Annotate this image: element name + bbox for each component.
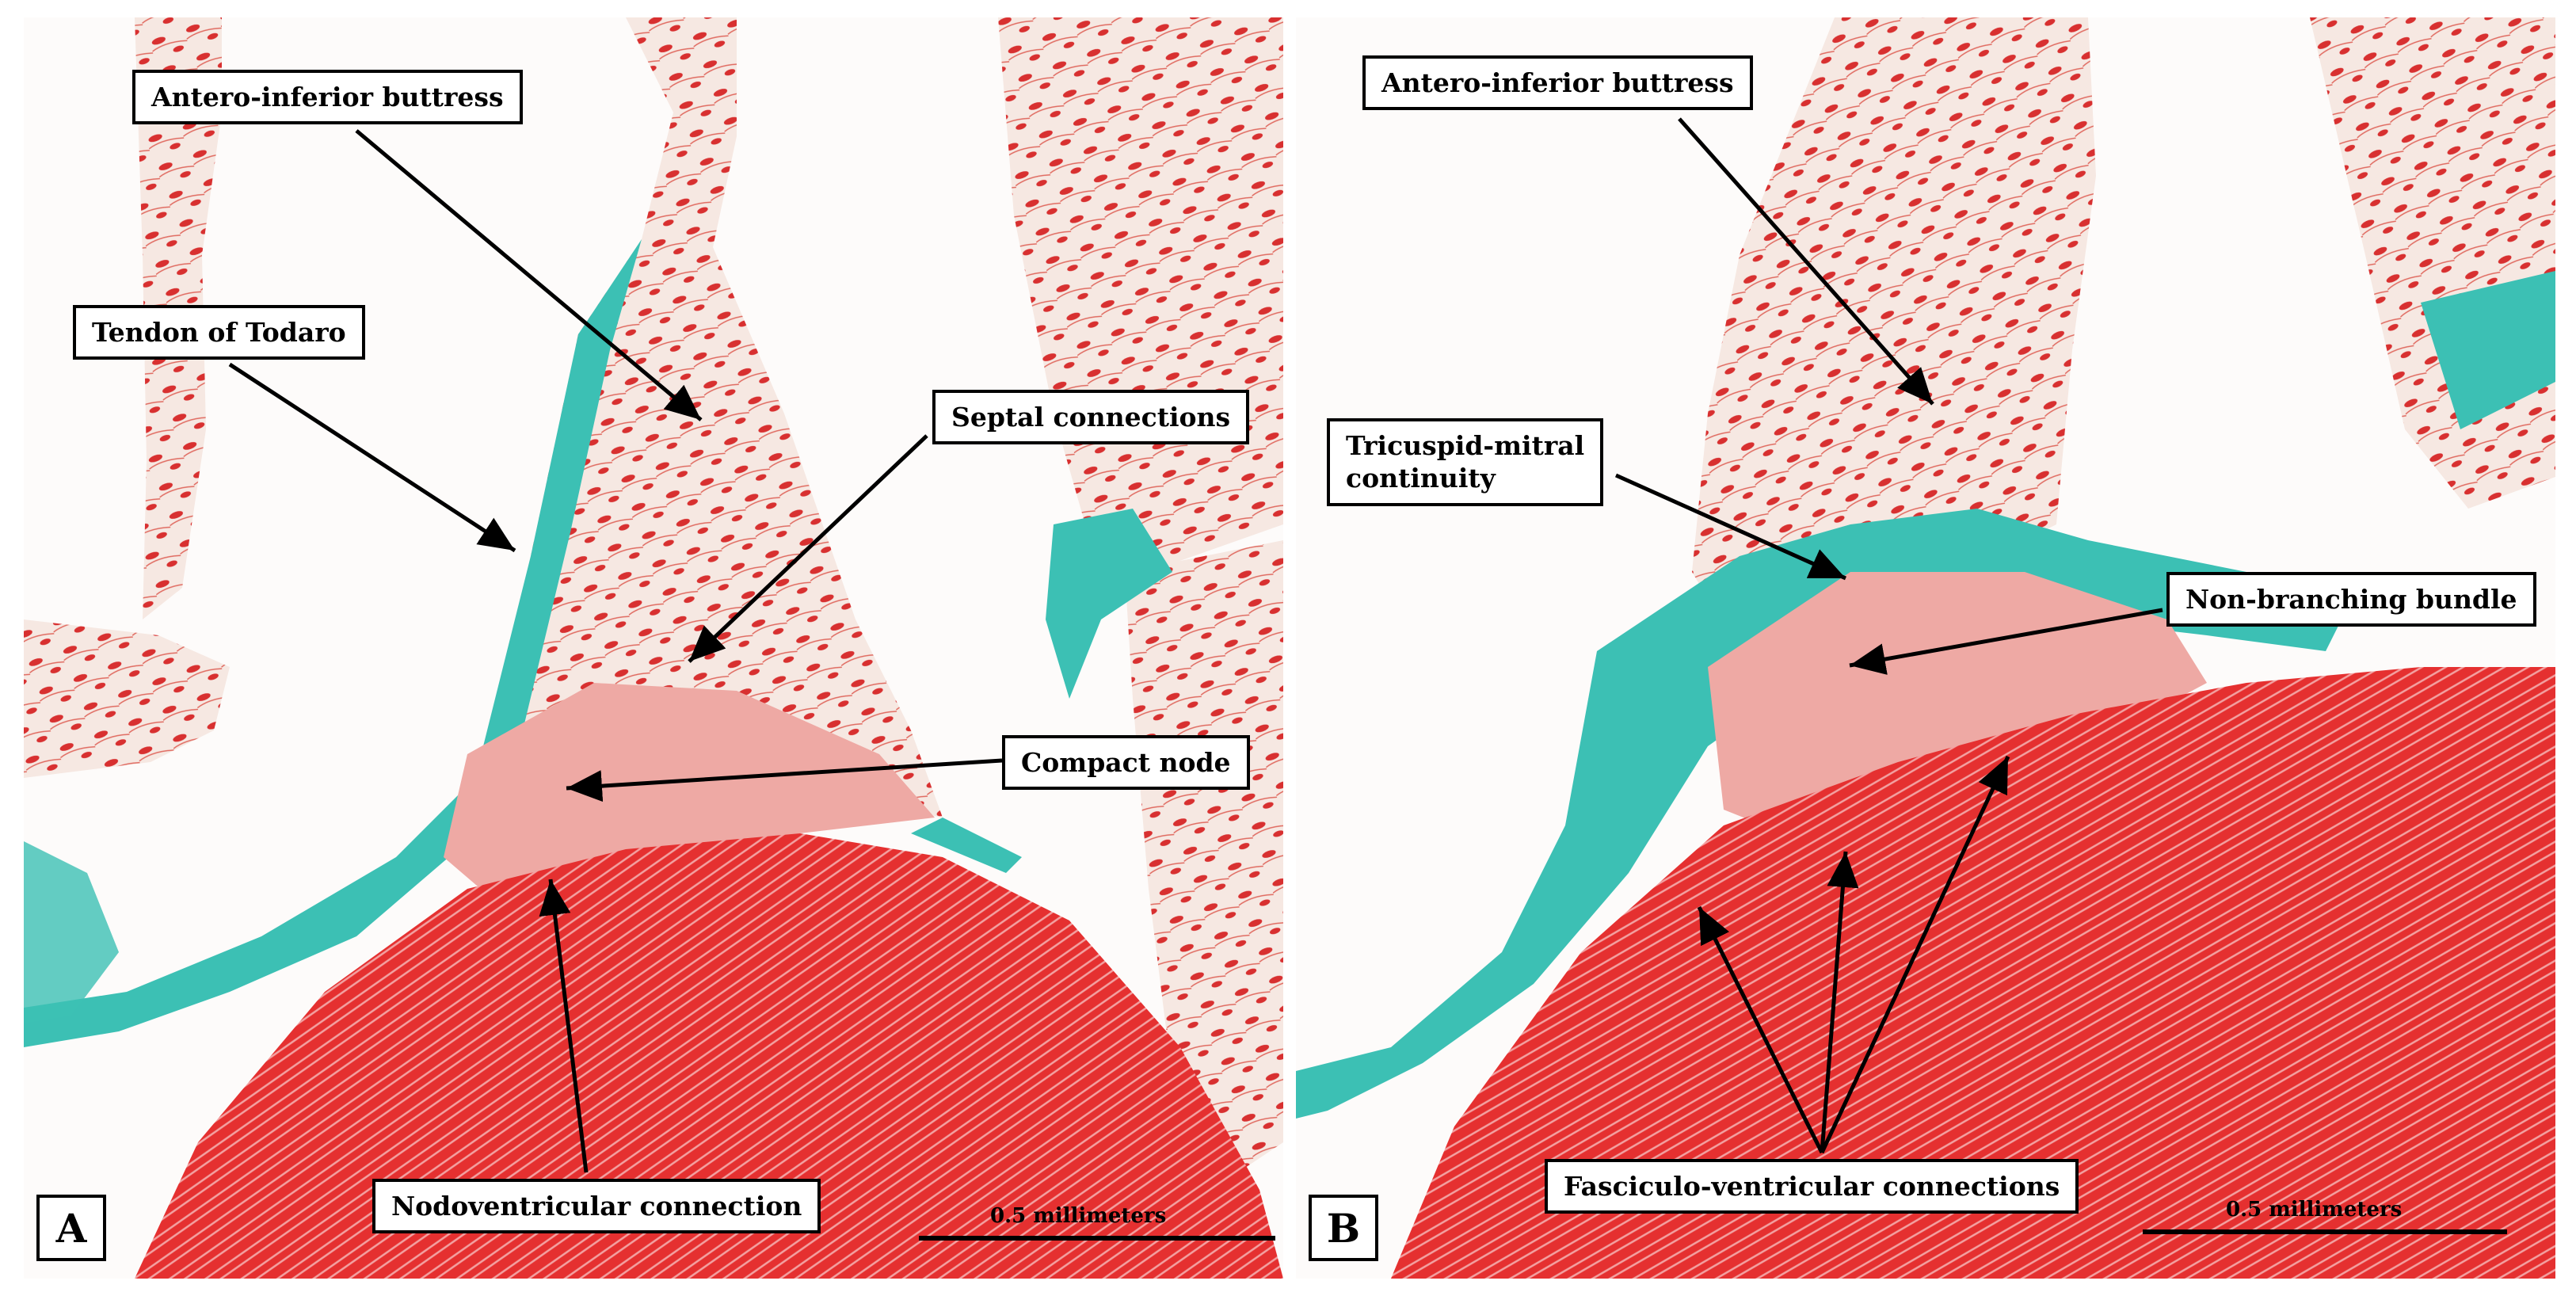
scale-label-a: 0.5 millimeters: [990, 1204, 1167, 1228]
label-nodoventricular-connection: Nodoventricular connection: [372, 1179, 821, 1234]
panel-letter-a: A: [36, 1195, 106, 1261]
tissue-image-a: [24, 17, 1283, 1279]
label-antero-inferior-buttress-a: Antero-inferior buttress: [132, 70, 523, 125]
scale-bar-a: [919, 1236, 1275, 1241]
histology-panel-b: [1296, 17, 2555, 1279]
label-tendon-of-todaro: Tendon of Todaro: [73, 305, 365, 360]
label-non-branching-bundle: Non-branching bundle: [2166, 572, 2536, 627]
scale-label-b: 0.5 millimeters: [2226, 1198, 2403, 1222]
tissue-image-b: [1296, 17, 2555, 1279]
histology-panel-a: [24, 17, 1283, 1279]
label-compact-node: Compact node: [1002, 735, 1250, 791]
label-fasciculo-ventricular-connections: Fasciculo-ventricular connections: [1545, 1159, 2079, 1214]
scale-bar-b: [2143, 1229, 2507, 1234]
label-antero-inferior-buttress-b: Antero-inferior buttress: [1362, 55, 1753, 111]
panel-letter-b: B: [1309, 1195, 1378, 1261]
label-septal-connections: Septal connections: [932, 390, 1250, 445]
label-tricuspid-mitral-continuity: Tricuspid-mitral continuity: [1327, 418, 1604, 506]
